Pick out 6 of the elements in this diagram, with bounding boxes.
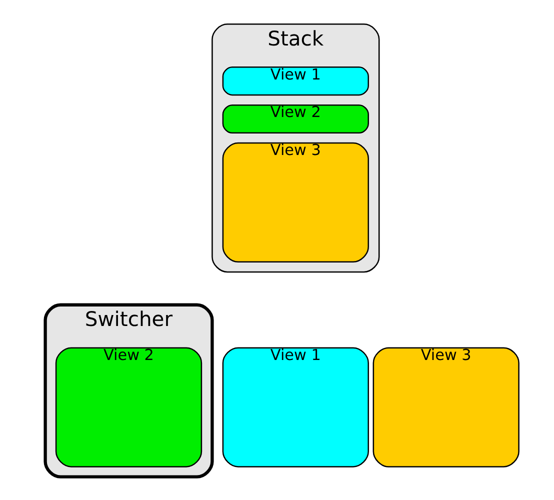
- node-box: View 2: [55, 346, 202, 467]
- node-box: View 1: [222, 346, 369, 467]
- node-box: View 1: [222, 66, 369, 96]
- node-box: View 3: [222, 142, 369, 262]
- node-box: View 2: [222, 104, 369, 134]
- node-box: View 3: [372, 346, 520, 467]
